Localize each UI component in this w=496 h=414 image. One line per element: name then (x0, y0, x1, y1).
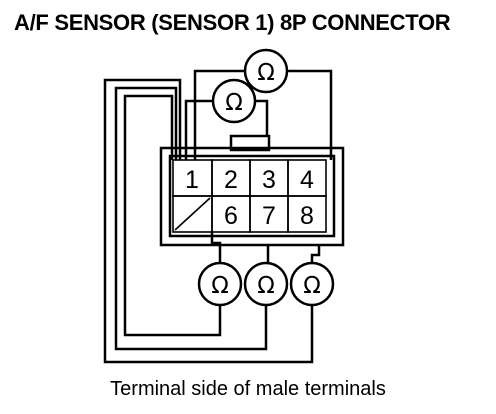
blank-terminal-slash (174, 197, 211, 231)
diagram-caption: Terminal side of male terminals (110, 378, 386, 400)
wire-top-meter-left (193, 69, 245, 160)
ohm-symbol: Ω (257, 60, 275, 86)
connector-lock-tab (229, 134, 271, 152)
ohmmeter-upper: Ω (211, 78, 257, 124)
ohm-symbol: Ω (257, 273, 275, 299)
ohm-symbol: Ω (211, 273, 229, 299)
wire-loop-inner (123, 94, 222, 337)
terminal-label: 4 (300, 166, 314, 194)
terminal-label: 7 (262, 202, 276, 230)
wire-terminal6-meter (210, 232, 222, 263)
ohm-symbol: Ω (303, 273, 321, 299)
terminal-cell-8 (287, 195, 327, 233)
connector-inner-frame (168, 154, 336, 238)
terminal-label: 2 (224, 166, 238, 194)
ohmmeter-top: Ω (243, 48, 289, 94)
wire-loop-middle (114, 86, 268, 351)
diagram-title: A/F SENSOR (SENSOR 1) 8P CONNECTOR (14, 10, 451, 35)
wire-loop-outer (103, 78, 314, 364)
ohmmeter-bottom-middle: Ω (243, 261, 289, 307)
terminal-label: 3 (262, 166, 276, 194)
wire-upper-meter-left (184, 99, 213, 160)
wire-terminal8-meter (310, 245, 321, 263)
terminal-label: 1 (185, 166, 199, 194)
wire-top-meter-right (287, 69, 333, 160)
wire-upper-meter-right (255, 99, 269, 136)
ohm-symbol: Ω (225, 90, 243, 116)
terminal-label: 8 (300, 202, 314, 230)
ohmmeter-bottom-right: Ω (289, 261, 335, 307)
terminal-label: 6 (224, 202, 238, 230)
ohmmeter-bottom-left: Ω (197, 261, 243, 307)
connector-housing (159, 146, 345, 247)
